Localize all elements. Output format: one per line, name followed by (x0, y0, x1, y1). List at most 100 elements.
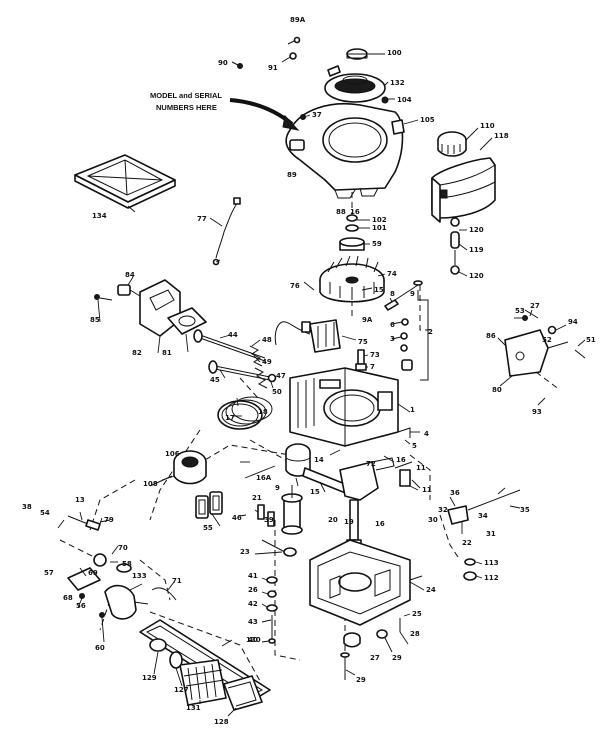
callout: 49 (262, 358, 272, 366)
spark-plug (355, 349, 367, 371)
callout: 35 (520, 506, 530, 514)
callout: 129 (142, 674, 157, 682)
model-serial-note-line2: NUMBERS HERE (156, 103, 217, 112)
callout: 25 (412, 610, 422, 618)
callout: 14 (314, 456, 324, 464)
callout: 5 (412, 442, 417, 450)
flywheel (319, 255, 385, 303)
callout: 81 (162, 349, 172, 357)
fuel-tank (431, 157, 496, 223)
callout: 108 (143, 480, 158, 488)
model-serial-arrow (229, 98, 300, 131)
callout: 72 (366, 460, 376, 468)
callout: 1 (410, 406, 415, 414)
crankshaft (339, 457, 395, 547)
muffler-gasket-bottom (149, 638, 183, 669)
callout: 134 (92, 212, 107, 220)
callout: 52 (542, 336, 552, 344)
ignition-module (274, 319, 341, 353)
callout: 84 (125, 271, 135, 279)
callout: 94 (568, 318, 578, 326)
callout: 48 (262, 336, 272, 344)
callout: 93 (532, 408, 542, 416)
piston-rings (217, 396, 273, 430)
callout: 79 (104, 516, 114, 524)
air-filter-cover (74, 154, 176, 209)
callout: 58 (122, 560, 132, 568)
callout: 113 (484, 559, 499, 567)
callout: 120 (469, 226, 484, 234)
callout: 71 (172, 577, 182, 585)
blower-housing (285, 102, 404, 199)
piston (285, 443, 311, 477)
carburetor (94, 279, 181, 337)
callout: 74 (387, 270, 397, 278)
callout: 120 (469, 272, 484, 280)
callout: 29 (392, 654, 402, 662)
governor-parts (384, 280, 429, 381)
callout: 91 (268, 64, 278, 72)
callout: 131 (186, 704, 201, 712)
valve-springs (249, 345, 277, 389)
callout: 51 (586, 336, 596, 344)
callout: 21 (252, 494, 262, 502)
callout: 89 (287, 171, 297, 179)
callout: 68 (63, 594, 73, 602)
callout: 69 (88, 569, 98, 577)
carburetor-gasket (167, 307, 207, 335)
callout: 29 (356, 676, 366, 684)
callout: 16A (256, 474, 272, 482)
decal (391, 119, 405, 135)
callout: 32 (438, 506, 448, 514)
callout: 104 (397, 96, 412, 104)
callout: 133 (132, 572, 147, 580)
muffler-assembly (67, 553, 177, 620)
callout: 17 (225, 414, 235, 422)
callout: 3 (390, 335, 395, 343)
callout: 53 (515, 307, 525, 315)
callout: 23 (240, 548, 250, 556)
callout: 47 (276, 372, 286, 380)
callout: 38 (22, 503, 32, 511)
callout: 54 (40, 509, 50, 517)
callout: 7 (370, 363, 375, 371)
callout: 6 (390, 321, 395, 329)
callout: 70 (118, 544, 128, 552)
callout: 73 (370, 351, 380, 359)
callout: 30 (428, 516, 438, 524)
callout: 105 (420, 116, 435, 124)
callout: 42 (248, 600, 258, 608)
callout: 27 (530, 302, 540, 310)
camshaft (281, 485, 303, 535)
callout: 55 (203, 524, 213, 532)
recoil-starter (324, 65, 386, 103)
callout: 37 (312, 111, 322, 119)
oil-seal-and-plug (340, 618, 401, 680)
callout: 19 (344, 518, 354, 526)
fuel-cap (437, 131, 467, 157)
callout: 110 (480, 122, 495, 130)
callout: 2 (428, 328, 433, 336)
callout: 106 (165, 450, 180, 458)
cylinder-block (289, 367, 411, 447)
callout: 31 (486, 530, 496, 538)
callout: 11 (422, 486, 432, 494)
callout: 15 (374, 286, 384, 294)
callout: 112 (484, 574, 499, 582)
model-serial-note-line1: MODEL and SERIAL (150, 91, 222, 100)
small-screws-top (231, 36, 389, 120)
callout: 24 (426, 586, 436, 594)
callout: 39 (264, 516, 274, 524)
callout: 41 (248, 572, 258, 580)
callout: 46 (232, 514, 242, 522)
callout: 45 (210, 376, 220, 384)
callout: 102 (372, 216, 387, 224)
callout: 9 (410, 290, 415, 298)
callout: 9 (275, 484, 280, 492)
callout: 90 (218, 59, 228, 67)
callout: 56 (76, 602, 86, 610)
callout: 88 (336, 208, 346, 216)
callout: 4 (424, 430, 429, 438)
sump-bolts-washers (261, 539, 297, 644)
